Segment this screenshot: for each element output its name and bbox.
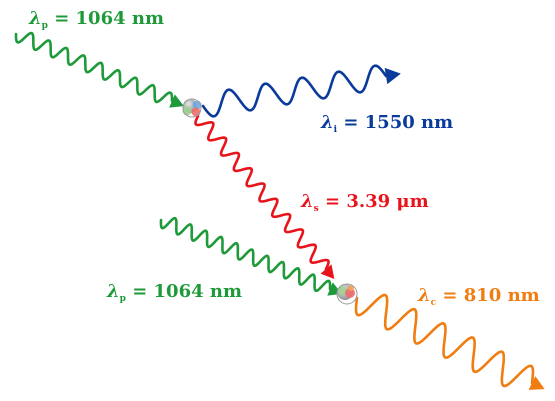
pump-label-bottom: λp = 1064 nm bbox=[106, 281, 242, 304]
atom-cluster-icon bbox=[182, 98, 202, 118]
signal-label: λs = 3.39 μm bbox=[300, 191, 429, 214]
pump-wave-top bbox=[14, 31, 174, 104]
pump-wave-bottom bbox=[159, 216, 332, 293]
converted-arrowhead bbox=[528, 376, 545, 390]
atom-cluster-icon bbox=[336, 283, 358, 305]
pump-arrowhead-top bbox=[169, 94, 184, 108]
signal-arrowhead bbox=[320, 264, 335, 279]
idler-arrowhead bbox=[384, 67, 401, 85]
signal-wave bbox=[194, 114, 330, 271]
idler-wave bbox=[201, 64, 388, 118]
converted-label: λc = 810 nm bbox=[417, 285, 540, 308]
converted-wave bbox=[354, 293, 535, 388]
pump-label-top: λp = 1064 nm bbox=[28, 8, 164, 31]
idler-label: λi = 1550 nm bbox=[320, 112, 453, 135]
